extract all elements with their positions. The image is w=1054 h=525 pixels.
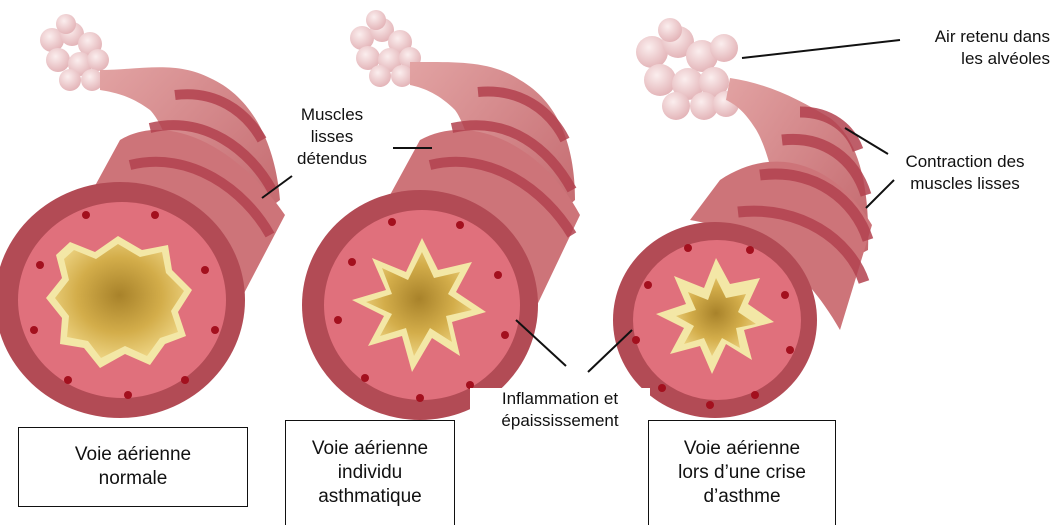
label-contraction: Contraction des muscles lisses [880, 151, 1050, 195]
airway-attack [613, 18, 872, 418]
airway-normal [0, 14, 285, 418]
caption-box-asthmatic: Voie aérienne individu asthmatique [285, 420, 455, 525]
caption-box-attack: Voie aérienne lors d’une crise d’asthme [648, 420, 836, 525]
caption-box-normal: Voie aérienne normale [18, 427, 248, 507]
label-inflammation: Inflammation et épaississement [470, 388, 650, 432]
label-muscles-relaxed: Muscles lisses détendus [282, 104, 382, 170]
leader-air-trapped [742, 40, 900, 58]
alveoli-cluster-attack [636, 18, 739, 120]
caption-normal: Voie aérienne normale [75, 443, 191, 491]
caption-asthmatic: Voie aérienne individu asthmatique [312, 437, 428, 509]
label-air-trapped: Air retenu dans les alvéoles [880, 26, 1050, 70]
airway-asthmatic [302, 10, 580, 420]
caption-attack: Voie aérienne lors d’une crise d’asthme [678, 437, 806, 509]
alveoli-cluster-normal [40, 14, 109, 91]
